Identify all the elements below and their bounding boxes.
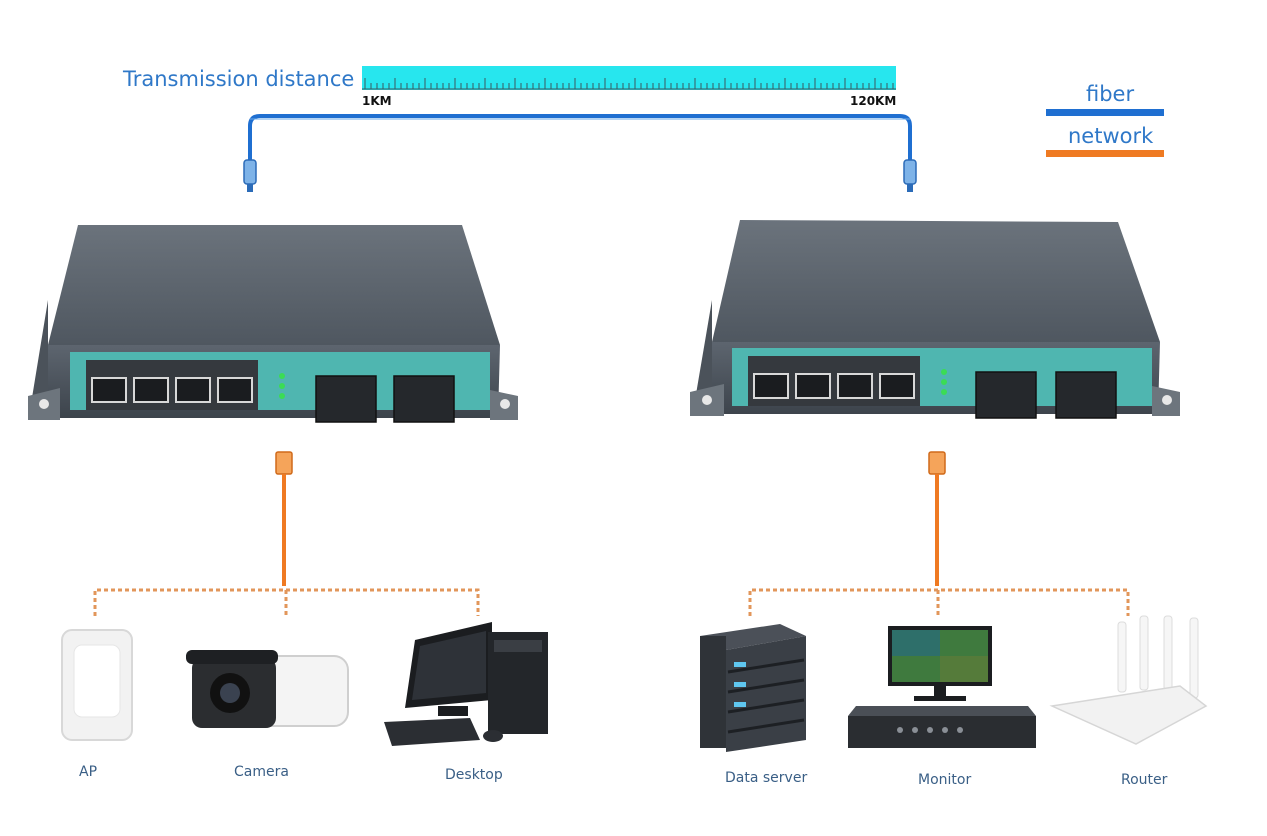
network-link-right [748,451,1130,618]
legend-network-label: network [1068,124,1154,148]
ethernet-ports-right [753,373,915,399]
device-label-desktop: Desktop [445,767,503,783]
device-label-monitor: Monitor [918,772,972,788]
legend-fiber-line [1046,109,1164,116]
ruler-start-label: 1KM [362,94,392,108]
ethernet-ports-left [91,377,253,403]
sc-fiber-ports-right [975,371,1117,419]
desktop-computer-icon [384,622,548,746]
legend-network-line [1046,150,1164,157]
ruler-graphic [362,66,900,90]
monitor-nvr-icon [848,626,1036,748]
network-link-left [93,451,480,618]
device-label-camera: Camera [234,764,289,780]
fiber-switch-left [28,225,518,423]
fiber-switch-right [690,220,1180,419]
legend-fiber-label: fiber [1086,82,1135,106]
bullet-camera-icon [186,650,349,728]
device-label-router: Router [1121,772,1168,788]
fiber-connector-left [243,159,257,192]
diagram-title: Transmission distance [123,67,355,91]
device-label-ap: AP [79,764,98,780]
fiber-link [243,114,917,192]
wifi-router-icon [1049,615,1208,745]
distance-ruler [362,66,900,90]
server-icon [700,624,806,752]
device-label-data-server: Data server [725,770,808,786]
sc-fiber-ports-left [315,375,455,423]
access-point-icon [61,629,133,741]
ruler-end-label: 120KM [850,94,897,108]
fiber-connector-right [903,159,917,192]
